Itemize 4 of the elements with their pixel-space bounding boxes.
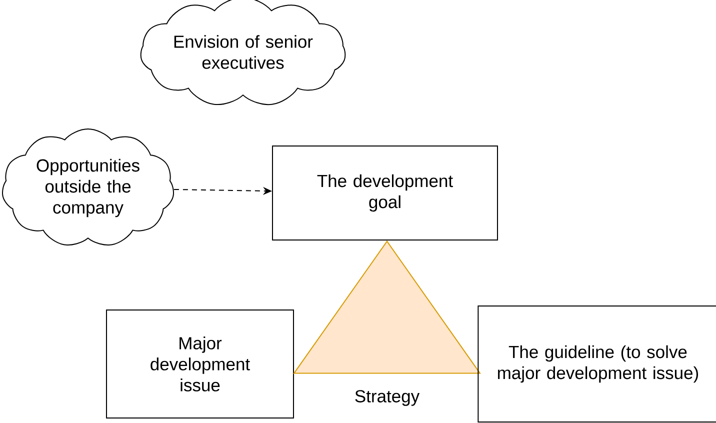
text-box: The development goal: [272, 146, 498, 240]
text-box: The guideline (to solve major development issue): [478, 306, 716, 422]
beside-label: Strategy: [355, 390, 420, 406]
text-box: Major development issue: [106, 310, 294, 418]
